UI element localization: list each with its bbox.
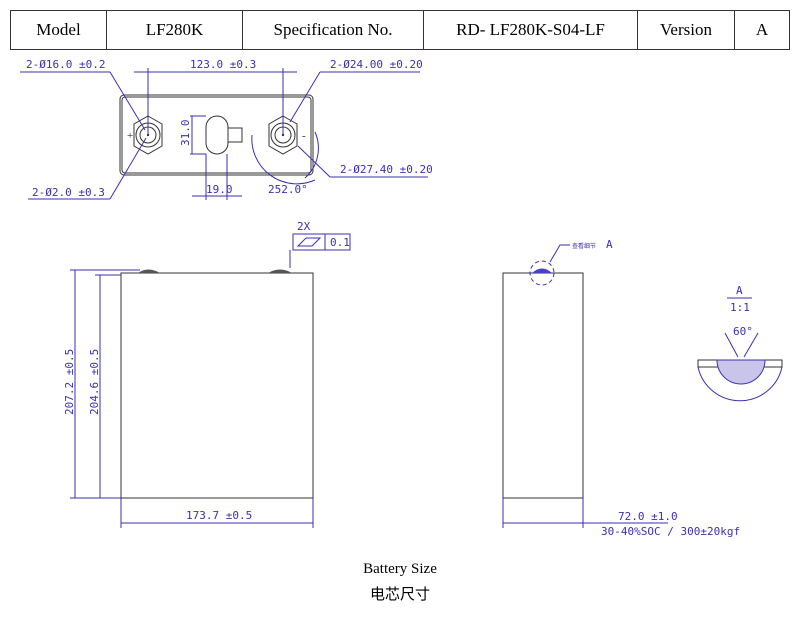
cell-front-outline	[120, 272, 314, 499]
flatness-frame	[292, 233, 351, 251]
header-table: Model LF280K Specification No. RD- LF280…	[10, 10, 790, 50]
fill-port	[227, 127, 243, 143]
front-view: 2X 0.1 207.2 ±0.5 204.6 ±0.5 173.7 ±0.5	[63, 220, 351, 528]
top-view: + - 123.0 ±0.3 2-Ø16.0 ±0.2 2-Ø24.00 ±0.…	[20, 58, 433, 200]
caption-zh: 电芯尺寸	[369, 587, 430, 603]
cell-side-outline	[502, 272, 584, 499]
flatness-count: 2X	[297, 220, 311, 233]
pin-dia-dim: 2-Ø2.0 ±0.3	[32, 186, 105, 199]
width-dim: 173.7 ±0.5	[186, 509, 252, 522]
detail-label: A	[736, 284, 743, 297]
flatness-icon	[296, 237, 322, 247]
angle-dim: 252.0°	[268, 183, 308, 196]
detail-angle: 60°	[733, 325, 753, 338]
cell-top-outline	[119, 94, 314, 176]
total-height-dim: 207.2 ±0.5	[63, 349, 76, 415]
detail-scale: 1:1	[730, 301, 750, 314]
vent-width-dim: 19.0	[206, 183, 233, 196]
body-height-dim: 204.6 ±0.5	[88, 349, 101, 415]
vent	[205, 115, 229, 155]
side-view: 查看细节 A 72.0 ±1.0 30-40%SOC / 300±20kgf	[502, 238, 740, 538]
version-value: A	[734, 10, 790, 50]
terminal-bump	[138, 269, 160, 273]
hex-dia-dim: 2-Ø24.00 ±0.20	[330, 58, 423, 71]
terminal-dia-dim: 2-Ø16.0 ±0.2	[26, 58, 105, 71]
detail-note: 查看细节	[572, 242, 596, 250]
flatness-value: 0.1	[330, 236, 350, 249]
plus-sign: +	[127, 130, 133, 142]
detail-callout: A	[606, 238, 613, 251]
hex-outer-dia-dim: 2-Ø27.40 ±0.20	[340, 163, 433, 176]
spec-value: RD- LF280K-S04-LF	[423, 10, 638, 50]
condition-note: 30-40%SOC / 300±20kgf	[601, 525, 740, 538]
vent-height-dim: 31.0	[179, 120, 192, 147]
terminal-bump	[268, 269, 292, 273]
caption-en: Battery Size	[363, 561, 437, 577]
model-value: LF280K	[106, 10, 243, 50]
pitch-dim: 123.0 ±0.3	[190, 58, 256, 71]
detail-view-a: A 1:1 60°	[697, 284, 783, 402]
thickness-dim: 72.0 ±1.0	[618, 510, 678, 523]
model-label: Model	[10, 10, 107, 50]
minus-sign: -	[302, 130, 306, 142]
